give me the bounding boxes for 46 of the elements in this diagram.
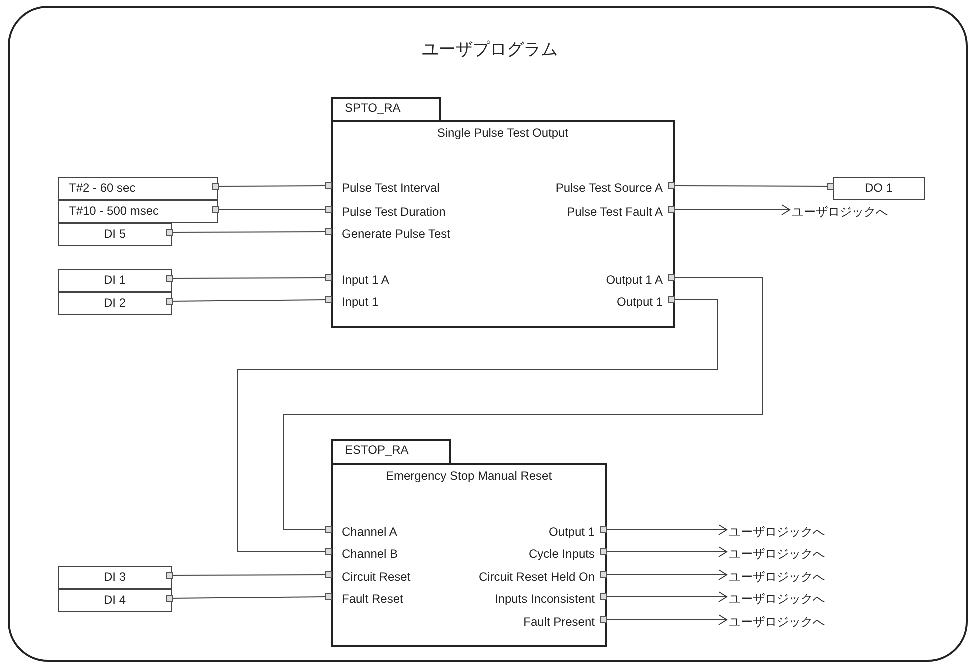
pin-label: Output 1	[527, 293, 677, 311]
destination-label: ユーザロジックへ	[729, 613, 839, 631]
pin-label: Inputs Inconsistent	[459, 590, 609, 608]
arrow	[606, 614, 728, 626]
pin-label: Output 1	[459, 523, 609, 541]
pin-label: Pulse Test Fault A	[527, 203, 677, 221]
pin-label: Generate Pulse Test	[328, 225, 478, 243]
pin-label: Fault Present	[459, 613, 609, 631]
arrow	[606, 524, 728, 536]
arrow	[606, 546, 728, 558]
destination-label: ユーザロジックへ	[729, 590, 839, 608]
pin-label: Input 1 A	[328, 271, 478, 289]
value-box: T#2 - 60 sec	[58, 177, 218, 200]
pin-label: Pulse Test Source A	[527, 179, 677, 197]
block-title: Single Pulse Test Output	[436, 126, 570, 140]
pin-label: Fault Reset	[328, 590, 433, 608]
value-box: DI 1	[58, 269, 172, 292]
pin-label: Cycle Inputs	[459, 545, 609, 563]
destination-label: ユーザロジックへ	[792, 203, 902, 221]
arrow	[606, 592, 728, 602]
pin-label: Channel A	[328, 523, 433, 541]
pin-label: Channel B	[328, 545, 433, 563]
block-name-tab: ESTOP_RA	[331, 439, 451, 465]
connector-line	[284, 278, 764, 530]
pin-label: Pulse Test Duration	[328, 203, 478, 221]
title: ユーザプログラム	[421, 39, 559, 61]
block-title: Emergency Stop Manual Reset	[384, 469, 554, 483]
pin-label: Input 1	[328, 293, 478, 311]
pin-label: Circuit Reset Held On	[459, 568, 609, 586]
arrow	[606, 570, 728, 580]
value-box: DI 5	[58, 223, 172, 246]
pin-label: Output 1 A	[527, 271, 677, 289]
destination-label: ユーザロジックへ	[729, 523, 839, 541]
value-box: T#10 - 500 msec	[58, 200, 218, 223]
pin-label: Pulse Test Interval	[328, 179, 478, 197]
value-box: DI 3	[58, 566, 172, 589]
value-box: DI 2	[58, 292, 172, 315]
connector-line	[238, 300, 718, 552]
value-box: DI 4	[58, 589, 172, 612]
destination-label: ユーザロジックへ	[729, 545, 839, 563]
destination-label: ユーザロジックへ	[729, 568, 839, 586]
arrow	[674, 204, 790, 216]
block-name-tab: SPTO_RA	[331, 97, 441, 122]
pin-label: Circuit Reset	[328, 568, 433, 586]
program-frame	[8, 6, 968, 662]
value-box: DO 1	[833, 177, 925, 200]
